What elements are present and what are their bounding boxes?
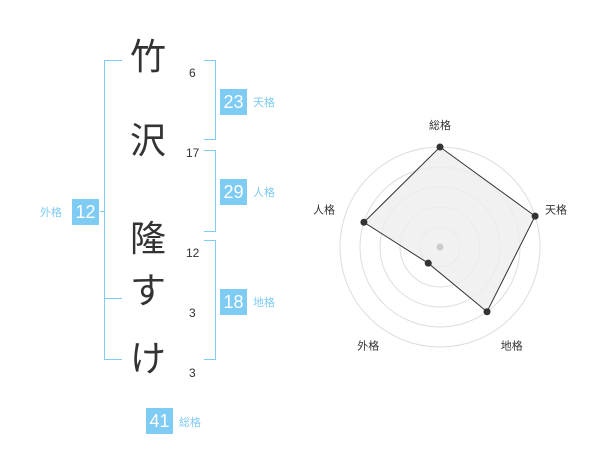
name-char-1: 竹	[129, 37, 166, 78]
radar-axis-label: 外格	[357, 339, 379, 353]
radar-point	[360, 218, 368, 226]
soukaku-value: 41	[146, 408, 173, 434]
gaikaku-bracket-tick	[104, 298, 122, 299]
name-char-5: け	[129, 339, 166, 380]
radar-axis-label: 地格	[501, 339, 523, 353]
jinkaku-value: 29	[220, 179, 247, 205]
radar-axis-label: 人格	[313, 202, 335, 216]
radar-point	[531, 212, 539, 220]
radar-axis-label: 天格	[545, 202, 567, 216]
radar-area	[363, 146, 536, 313]
chikaku-value: 18	[220, 289, 247, 315]
radar-axis-label: 総格	[429, 118, 451, 132]
name-char-2: 沢	[129, 121, 166, 162]
tenkaku-label: 天格	[253, 96, 275, 109]
chikaku-bracket	[204, 240, 216, 360]
radar-point	[436, 143, 444, 151]
gaikaku-value: 12	[72, 199, 99, 225]
tenkaku-bracket	[204, 60, 216, 140]
stroke-count-5: 3	[189, 366, 196, 380]
gaikaku-label: 外格	[40, 206, 62, 219]
stroke-count-3: 12	[186, 246, 200, 260]
stroke-count-1: 6	[189, 66, 196, 80]
radar-point	[424, 259, 432, 267]
stroke-count-2: 17	[186, 146, 200, 160]
radar-center	[436, 243, 444, 251]
tenkaku-value: 23	[220, 89, 247, 115]
chikaku-label: 地格	[253, 296, 275, 309]
gaikaku-bracket	[104, 60, 122, 360]
radar-point	[483, 308, 491, 316]
name-char-4: す	[129, 271, 166, 312]
jinkaku-bracket	[204, 150, 216, 232]
name-char-3: 隆	[129, 219, 166, 260]
soukaku-label: 総格	[179, 416, 201, 429]
gaikaku-connector	[100, 211, 105, 212]
jinkaku-label: 人格	[253, 186, 275, 199]
stroke-count-4: 3	[189, 306, 196, 320]
